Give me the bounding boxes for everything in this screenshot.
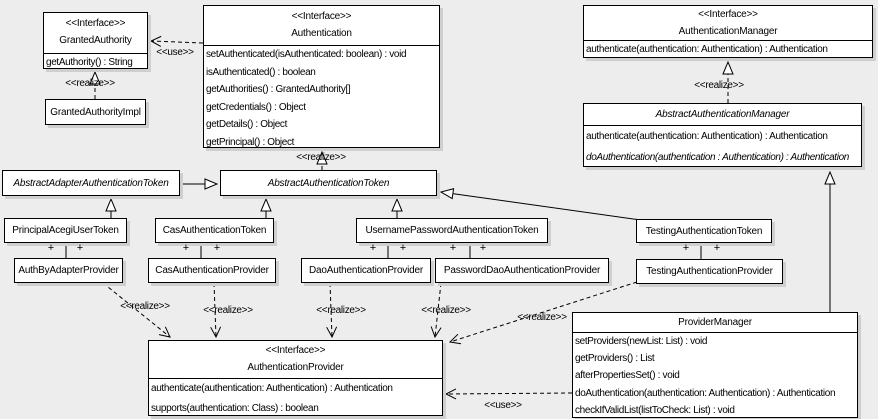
class-name: Authentication — [291, 28, 352, 39]
class-box-dao-authentication-provider: DaoAuthenticationProvider — [301, 258, 431, 283]
class-name: TestingAuthenticationToken — [645, 225, 763, 237]
class-name: DaoAuthenticationProvider — [309, 265, 423, 276]
class-name: PrincipalAcegiUserToken — [12, 225, 119, 236]
edge-label-realize: <<realize>> — [65, 78, 115, 89]
class-box-testing-authentication-provider: TestingAuthenticationProvider — [636, 259, 783, 284]
edge-gen-testingtoken — [439, 188, 649, 222]
class-box-abstract-adapter-authentication-token: AbstractAdapterAuthenticationToken — [2, 170, 180, 196]
class-box-authentication: <<Interface>> Authentication setAuthenti… — [203, 5, 440, 148]
class-name: GrantedAuthority — [59, 35, 132, 46]
method: authenticate(authentication: Authenticat… — [151, 383, 393, 394]
multiplicity-plus: + — [182, 242, 190, 254]
edge-label-realize: <<realize>> — [296, 152, 346, 163]
class-stereotype: <<Interface>> — [291, 11, 352, 22]
class-box-username-password-authentication-token: UsernamePasswordAuthenticationToken — [356, 218, 548, 243]
class-box-abstract-authentication-manager: AbstractAuthenticationManager authentica… — [583, 103, 862, 167]
class-stereotype: <<Interface>> — [65, 18, 126, 29]
edge-label-realize: <<realize>> — [694, 80, 744, 91]
edge-use-authentication-grantedauthority — [149, 35, 204, 47]
edge-realize-authbyadapterprovider — [102, 282, 171, 338]
class-box-granted-authority-impl: GrantedAuthorityImpl — [45, 99, 146, 125]
edge-label-realize: <<realize>> — [421, 305, 471, 316]
class-box-auth-by-adapter-provider: AuthByAdapterProvider — [14, 258, 123, 283]
multiplicity-plus: + — [682, 242, 690, 254]
class-name: AbstractAuthenticationManager — [655, 109, 790, 120]
method: setProviders(newList: List) : void — [575, 336, 708, 347]
class-name: AbstractAuthenticationToken — [267, 177, 390, 189]
method: doAuthentication(authentication: Authent… — [575, 387, 836, 399]
class-box-abstract-authentication-token: AbstractAuthenticationToken — [220, 170, 437, 196]
class-stereotype: <<Interface>> — [265, 345, 326, 356]
method: setAuthenticated(isAuthenticated: boolea… — [206, 49, 407, 60]
class-name: AuthByAdapterProvider — [18, 265, 119, 276]
edge-realize-testingprovider — [448, 281, 638, 345]
class-name: AuthenticationManager — [678, 26, 778, 37]
edge-label-realize: <<realize>> — [120, 301, 170, 312]
edge-use-providermanager-authprovider — [444, 388, 573, 400]
multiplicity-plus: + — [713, 242, 721, 254]
class-box-authentication-provider: <<Interface>> AuthenticationProvider aut… — [148, 340, 443, 416]
edge-realize-passworddaoprovider — [430, 282, 442, 339]
method: getPrincipal() : Object — [206, 136, 295, 148]
multiplicity-plus: + — [369, 242, 377, 254]
class-name: CasAuthenticationToken — [162, 225, 267, 236]
class-box-cas-authentication-token: CasAuthenticationToken — [155, 218, 274, 243]
class-name: UsernamePasswordAuthenticationToken — [365, 225, 539, 236]
method: authenticate(authentication: Authenticat… — [586, 131, 828, 142]
class-box-principal-acegi-user-token: PrincipalAcegiUserToken — [4, 218, 127, 243]
method: getAuthority() : String — [46, 57, 133, 68]
multiplicity-plus: + — [76, 242, 84, 254]
multiplicity-plus: + — [479, 242, 487, 254]
edge-label-realize: <<realize>> — [203, 305, 253, 316]
edge-realize-casauthenticationprovider — [210, 282, 222, 339]
class-box-authentication-manager: <<Interface>> AuthenticationManager auth… — [583, 5, 873, 58]
class-name: GrantedAuthorityImpl — [50, 106, 141, 118]
multiplicity-plus: + — [399, 242, 407, 254]
method: isAuthenticated() : boolean — [206, 66, 316, 78]
edge-label-realize: <<realize>> — [316, 305, 366, 316]
class-name: CasAuthenticationProvider — [155, 265, 269, 276]
method: getAuthorities() : GrantedAuthority[] — [206, 84, 351, 95]
edge-label-use: <<use>> — [156, 47, 194, 58]
class-box-cas-authentication-provider: CasAuthenticationProvider — [148, 258, 276, 283]
method: checkIfValidList(listToCheck: List) : vo… — [575, 404, 735, 416]
class-name: AuthenticationProvider — [247, 362, 344, 373]
method: getDetails() : Object — [206, 119, 288, 130]
method: supports(authentication: Class) : boolea… — [151, 402, 319, 414]
edge-label-use: <<use>> — [484, 400, 522, 411]
multiplicity-plus: + — [47, 242, 55, 254]
class-box-granted-authority: <<Interface>> GrantedAuthority getAuthor… — [43, 12, 148, 69]
class-stereotype: <<Interface>> — [698, 9, 758, 20]
multiplicity-plus: + — [213, 242, 221, 254]
class-box-provider-manager: ProviderManager setProviders(newList: Li… — [572, 312, 858, 418]
edge-label-realize: <<realize>> — [517, 312, 567, 323]
method: getCredentials() : Object — [206, 101, 306, 113]
method: getProviders() : List — [575, 353, 655, 365]
class-box-password-dao-authentication-provider: PasswordDaoAuthenticationProvider — [435, 258, 609, 283]
multiplicity-plus: + — [449, 242, 457, 254]
class-name: PasswordDaoAuthenticationProvider — [443, 265, 601, 276]
class-name: ProviderManager — [678, 317, 752, 328]
class-box-testing-authentication-token: TestingAuthenticationToken — [636, 219, 772, 243]
edge-realize-daoauthenticationprovider — [326, 282, 338, 339]
method: afterPropertiesSet() : void — [575, 370, 680, 382]
method: doAuthentication(authentication : Authen… — [586, 152, 850, 163]
class-name: AbstractAdapterAuthenticationToken — [13, 177, 169, 189]
method: authenticate(authentication: Authenticat… — [586, 44, 828, 55]
class-name: TestingAuthenticationProvider — [646, 266, 773, 277]
